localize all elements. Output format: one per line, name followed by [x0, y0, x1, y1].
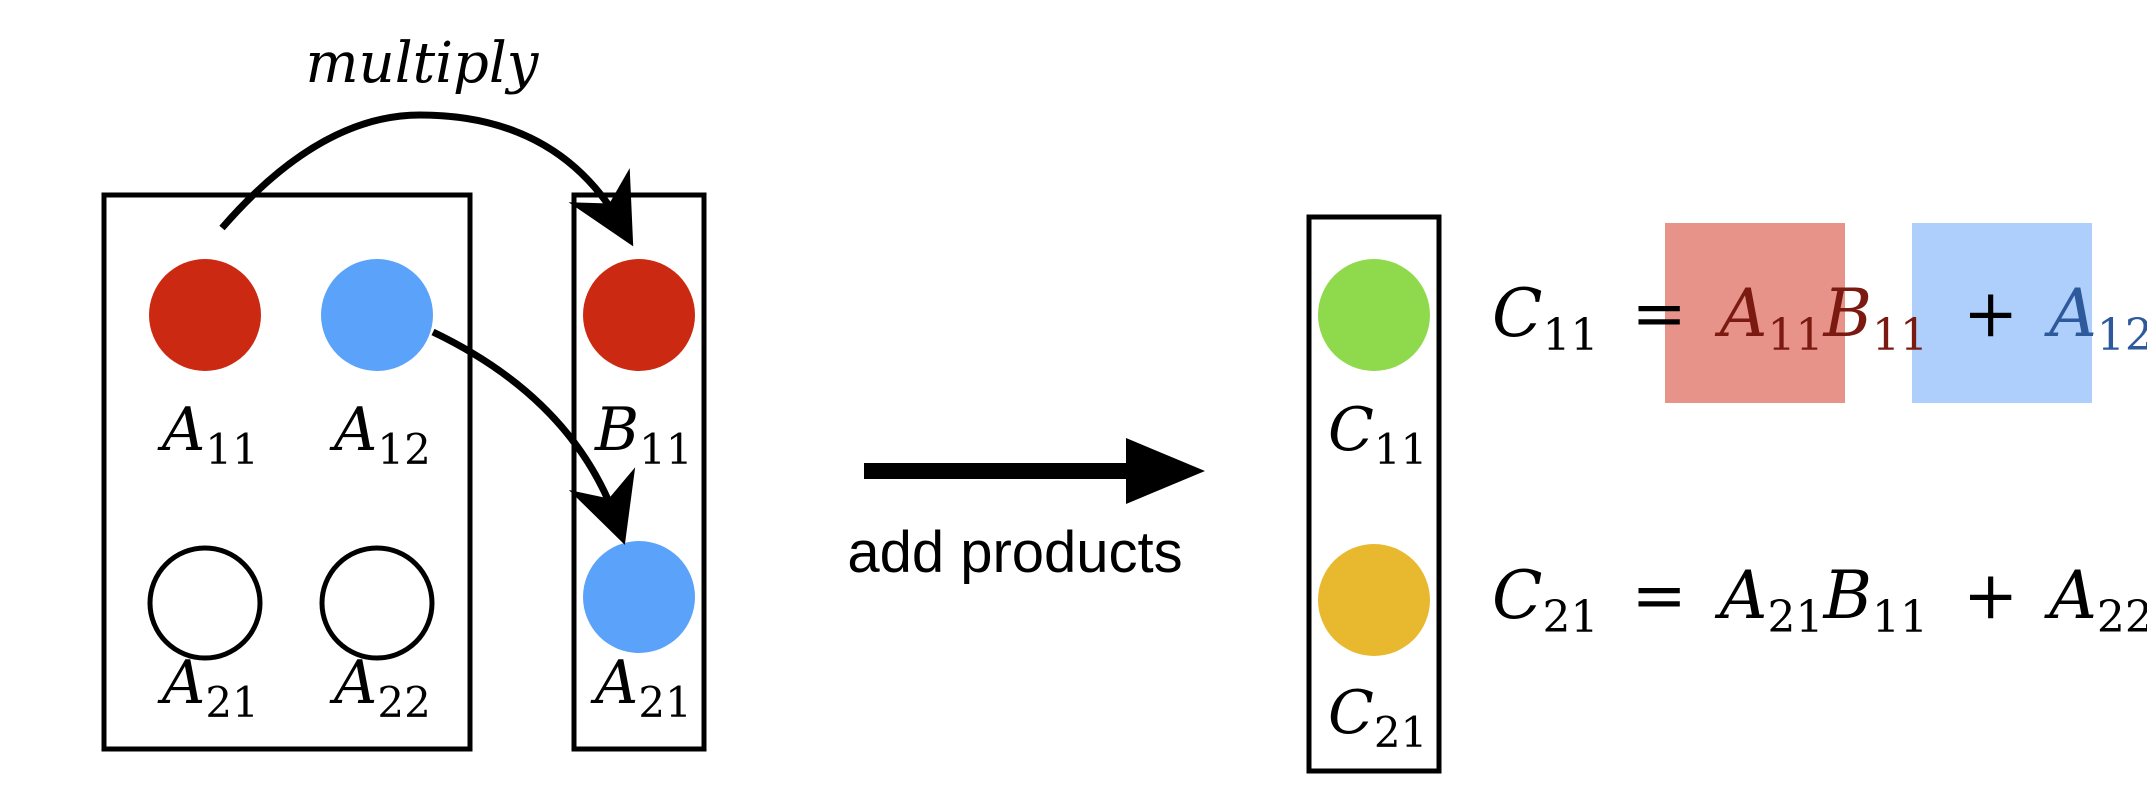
term2-highlight: [1912, 223, 2092, 403]
multiply-label: multiply: [306, 31, 540, 96]
add-products-arrow-head: [1126, 438, 1205, 504]
a21-circle: [147, 545, 263, 661]
a22-label: A22: [329, 648, 431, 727]
a11-circle: [149, 259, 261, 371]
b11-circle: [583, 259, 695, 371]
matrix-a-box: [101, 192, 473, 752]
multiply-arrow-side: [431, 328, 636, 545]
vector-c-box: [1306, 214, 1442, 774]
a12-label: A12: [329, 395, 431, 474]
c21-label: C21: [1328, 678, 1427, 757]
multiply-arrow-top: [219, 111, 634, 247]
a11-label: A11: [157, 395, 259, 474]
equation-c11: C11 = A11B11 + A12B21: [1492, 275, 2147, 366]
c11-circle: [1318, 259, 1430, 371]
b21-label: A21: [590, 648, 692, 727]
term1-highlight: [1665, 223, 1845, 403]
c11-label: C11: [1328, 395, 1427, 474]
a21-label: A21: [157, 648, 259, 727]
equation-c21: C21 = A21B11 + A22B21: [1492, 557, 2147, 648]
add-products-label: add products: [847, 520, 1182, 585]
b11-label: B11: [594, 395, 693, 474]
a22-circle: [319, 545, 435, 661]
c21-circle: [1318, 544, 1430, 656]
a12-circle: [321, 259, 433, 371]
b21-circle: [583, 541, 695, 653]
